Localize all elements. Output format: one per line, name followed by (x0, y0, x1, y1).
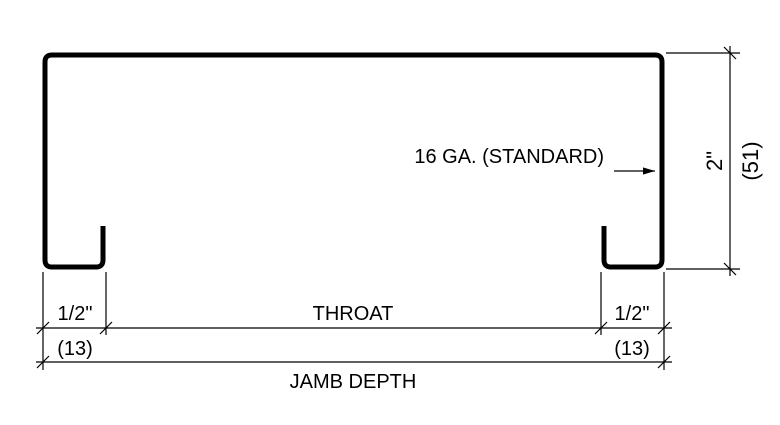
throat-label: THROAT (313, 303, 394, 325)
height-imperial: 2" (702, 151, 727, 171)
left-return-imperial: 1/2" (58, 303, 93, 325)
right-return-imperial: 1/2" (615, 303, 650, 325)
height-metric: (51) (738, 141, 763, 180)
frame-profile (42, 52, 665, 270)
dimension-lines (36, 46, 737, 369)
extension-lines (42, 52, 740, 370)
left-return-metric: (13) (57, 338, 93, 360)
gauge-label: 16 GA. (STANDARD) (414, 146, 604, 168)
right-return-metric: (13) (614, 338, 650, 360)
jamb-depth-label: JAMB DEPTH (290, 371, 417, 393)
